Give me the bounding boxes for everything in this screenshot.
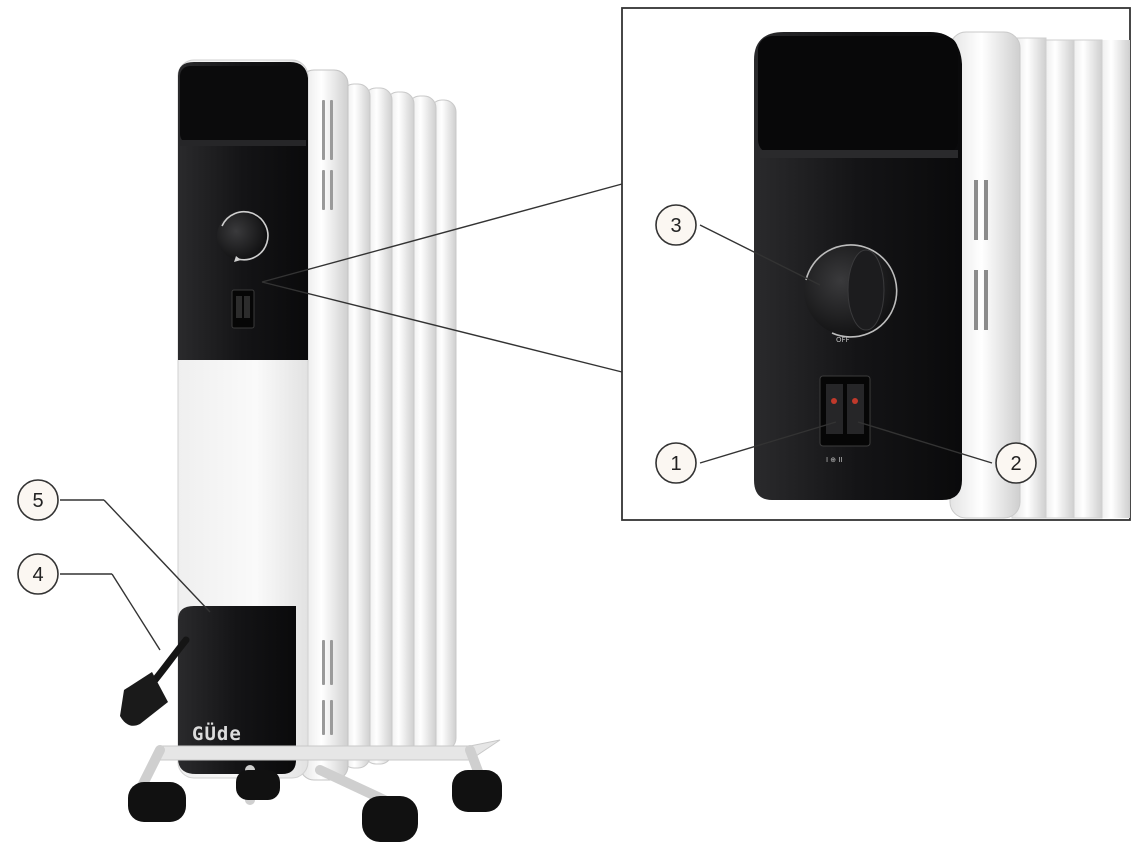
- power-switches-small: [231, 289, 255, 329]
- thermostat-knob-small: [217, 210, 269, 262]
- svg-text:3: 3: [670, 215, 681, 237]
- stand-feet: [128, 739, 502, 842]
- callout-2: 2: [995, 442, 1037, 484]
- callouts: [60, 224, 993, 651]
- dial-marking: OFF: [836, 336, 850, 344]
- callout-5: 5: [17, 479, 59, 521]
- callout-3: 3: [655, 204, 697, 246]
- svg-text:1: 1: [670, 453, 681, 475]
- svg-text:5: 5: [32, 490, 43, 512]
- power-cord-plug: [120, 636, 190, 726]
- callout-1: 1: [655, 442, 697, 484]
- switch-marking: I ⊕ II: [826, 456, 843, 464]
- power-switches: I ⊕ II: [819, 375, 871, 464]
- callout-4: 4: [17, 553, 59, 595]
- svg-text:4: 4: [32, 564, 43, 586]
- cord-storage-cover: GÜde: [178, 606, 296, 774]
- vent-slots: [322, 100, 333, 735]
- brand-logo: GÜde: [192, 721, 242, 745]
- zoom-lines: [261, 183, 623, 373]
- svg-text:2: 2: [1010, 453, 1021, 475]
- detail-inset: OFF I ⊕ II: [621, 7, 1131, 521]
- inset-fins: [949, 31, 1130, 519]
- heater-main-view: GÜde: [120, 59, 502, 842]
- thermostat-knob: OFF: [804, 244, 898, 344]
